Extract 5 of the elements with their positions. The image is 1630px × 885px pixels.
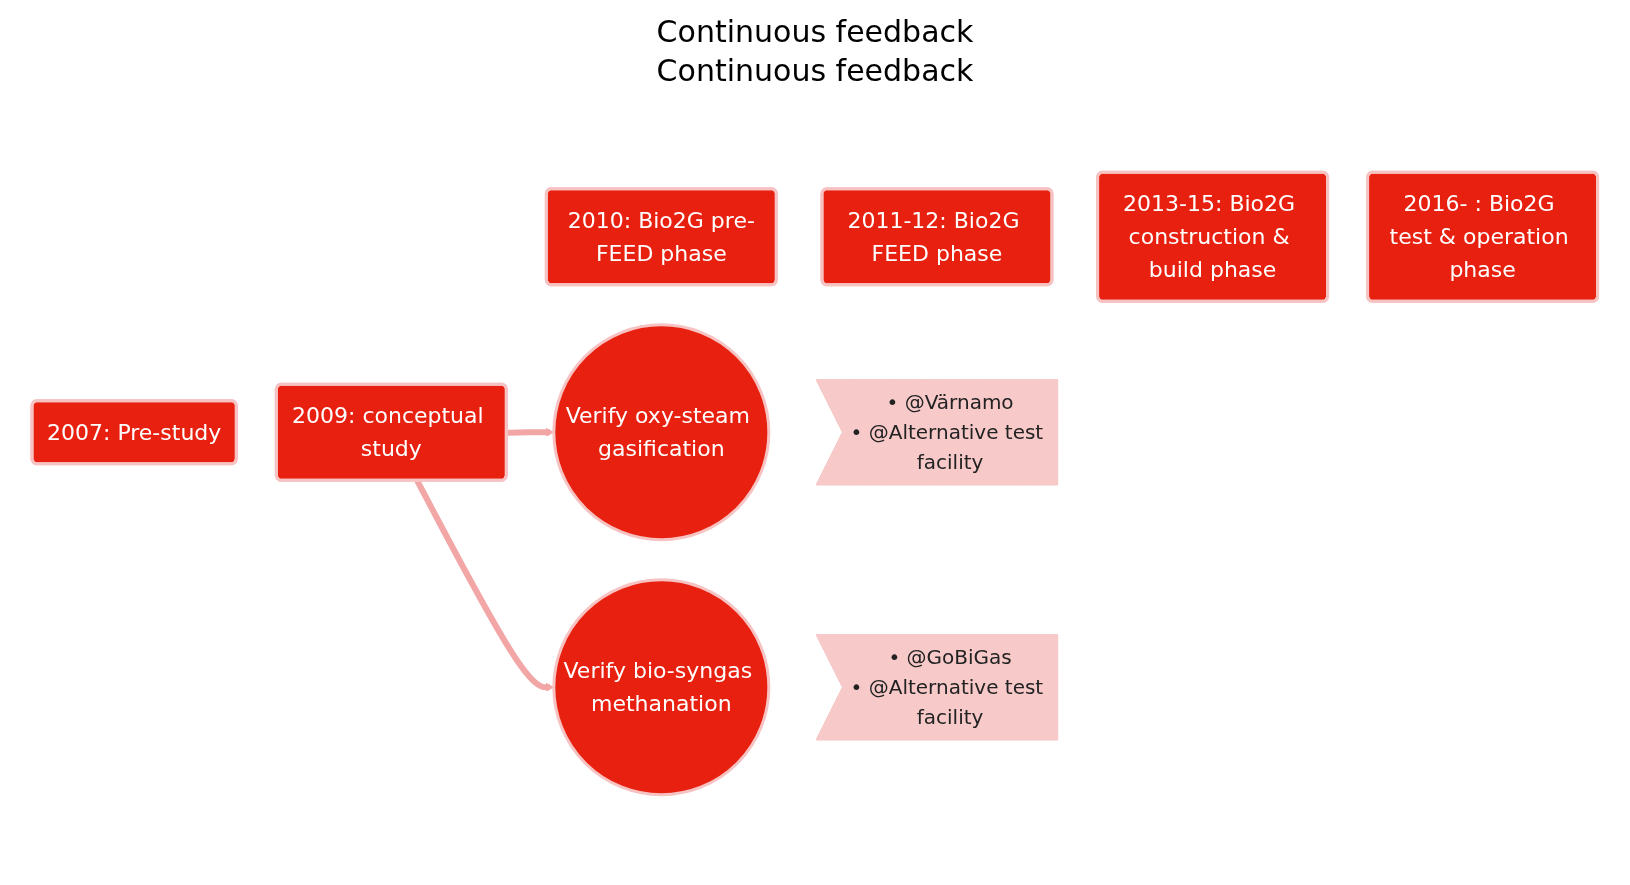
feedback-note: Continuous feedback bbox=[656, 14, 974, 49]
node-circle: Verify oxy-steam gasification bbox=[552, 323, 771, 542]
node-circle: Verify bio-syngas methanation bbox=[552, 578, 771, 797]
feedback-note: Continuous feedback bbox=[656, 53, 974, 88]
arrow bbox=[506, 427, 555, 437]
